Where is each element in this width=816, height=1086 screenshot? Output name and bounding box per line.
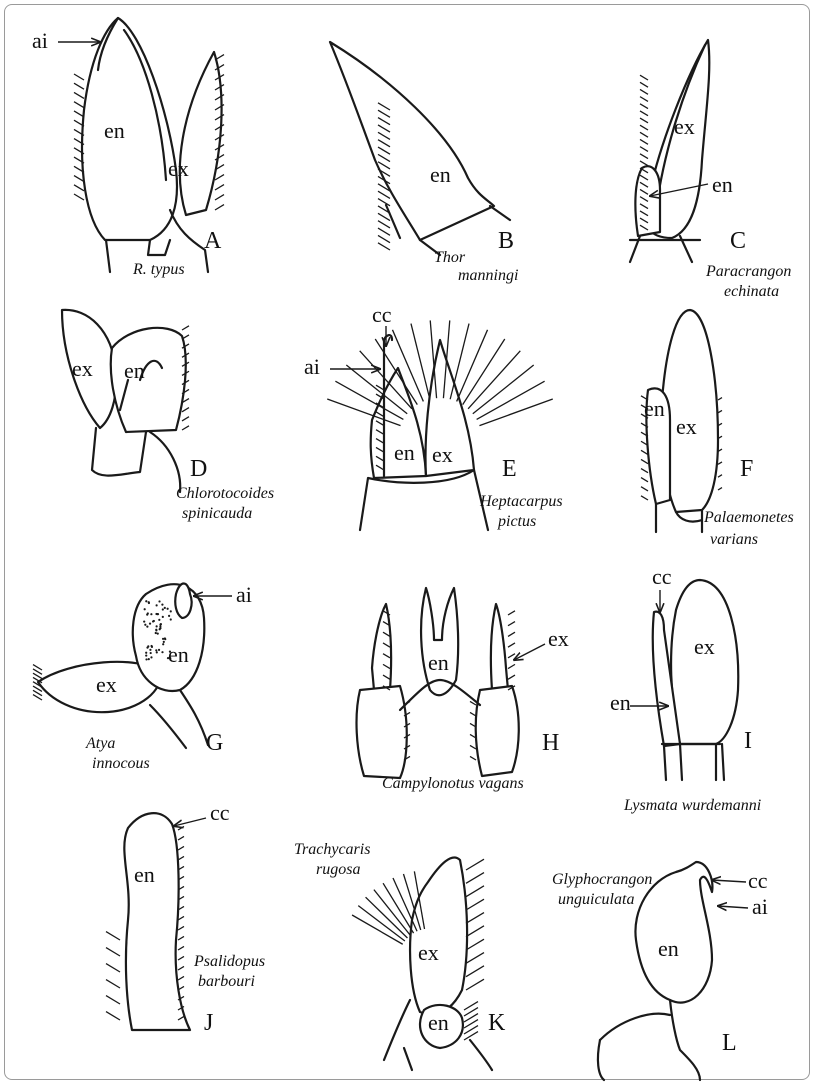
species-name-line-2: manningi [458, 267, 518, 284]
species-name-line-1: Trachycaris [294, 841, 370, 858]
panel-k: ex en K Trachycaris rugosa [294, 841, 506, 1070]
species-name-line-1: Paracrangon [705, 263, 791, 280]
label-en: en [134, 862, 155, 887]
panel-j: cc en J Psalidopus barbouri [106, 800, 265, 1036]
label-cc: cc [652, 564, 672, 589]
label-ai: ai [32, 28, 48, 53]
panel-l: cc ai en L Glyphocrangon unguiculata [552, 862, 768, 1080]
label-en: en [168, 642, 189, 667]
species-name-line-2: varians [710, 531, 758, 548]
species-name-line-1: Chlorotocoides [176, 485, 274, 502]
endopod-drawing [330, 42, 510, 255]
label-ex: ex [96, 672, 117, 697]
label-en: en [712, 172, 733, 197]
arrow-ai [718, 906, 748, 908]
species-name-line-1: Atya [85, 735, 115, 752]
label-en: en [644, 396, 665, 421]
label-ex: ex [72, 356, 93, 381]
species-name-line-1: Palaemonetes [703, 509, 794, 526]
species-name-line-2: spinicauda [182, 505, 252, 522]
label-ex: ex [432, 442, 453, 467]
endopod-exopod-drawing [357, 588, 519, 778]
panel-letter: F [740, 456, 753, 482]
arrow-cc [174, 818, 206, 826]
panel-f: en ex F Palaemonetes varians [641, 310, 794, 548]
exopod-endopod-drawing [630, 40, 709, 262]
label-ai: ai [752, 894, 768, 919]
label-en: en [394, 440, 415, 465]
species-name-line-1: Psalidopus [193, 953, 265, 970]
label-en: en [104, 118, 125, 143]
panel-letter: J [204, 1010, 213, 1036]
endopod-exopod-drawing [653, 580, 739, 780]
panel-e: cc ai en ex E Heptacarpus pictus [304, 302, 563, 530]
panel-letter: B [498, 228, 514, 254]
panel-b: en B Thor manningi [330, 42, 518, 284]
panel-d: ex en D Chlorotocoides spinicauda [62, 310, 274, 522]
label-ex: ex [676, 414, 697, 439]
panel-letter: K [488, 1010, 506, 1036]
arrow-ex [514, 644, 545, 660]
label-cc: cc [372, 302, 392, 327]
species-name-line-2: rugosa [316, 861, 360, 878]
panel-letter: C [730, 228, 746, 254]
species-name-line-2: pictus [497, 513, 536, 530]
species-name-line-2: barbouri [198, 973, 255, 990]
label-en: en [124, 358, 145, 383]
endopod-drawing [74, 18, 224, 272]
label-en: en [430, 162, 451, 187]
species-name: Campylonotus vagans [382, 775, 524, 792]
endopod-drawing [106, 813, 190, 1030]
panel-letter: I [744, 728, 752, 754]
panel-letter: D [190, 456, 207, 482]
label-en: en [428, 1010, 449, 1035]
panel-letter: H [542, 730, 559, 756]
arrow-cc [712, 880, 746, 882]
species-name: Lysmata wurdemanni [623, 797, 761, 814]
label-cc: cc [748, 868, 768, 893]
panel-letter: E [502, 456, 517, 482]
species-name-line-2: innocous [92, 755, 150, 772]
label-en: en [428, 650, 449, 675]
label-en: en [658, 936, 679, 961]
species-name-line-2: unguiculata [558, 891, 634, 908]
label-ai: ai [304, 354, 320, 379]
species-name: R. typus [132, 261, 185, 278]
label-ex: ex [418, 940, 439, 965]
panel-letter: L [722, 1030, 737, 1056]
exopod-endopod-drawing [62, 310, 189, 492]
panel-letter: A [204, 228, 222, 254]
panel-g: ai en ex G Atya innocous [33, 582, 252, 772]
species-name-line-1: Glyphocrangon [552, 871, 652, 888]
label-ai: ai [236, 582, 252, 607]
species-name-line-1: Thor [434, 249, 466, 266]
label-en: en [610, 690, 631, 715]
panel-letter: G [206, 730, 223, 756]
label-ex: ex [694, 634, 715, 659]
label-ex: ex [674, 114, 695, 139]
panel-i: cc ex en I Lysmata wurdemanni [610, 564, 761, 814]
label-ex: ex [168, 156, 189, 181]
label-cc: cc [210, 800, 230, 825]
label-ex: ex [548, 626, 569, 651]
panel-c: ex en C Paracrangon echinata [630, 40, 791, 300]
species-name-line-2: echinata [724, 283, 779, 300]
panel-a: ai en ex A R. typus [32, 18, 224, 278]
species-name-line-1: Heptacarpus [479, 493, 563, 510]
panel-h: en ex H Campylonotus vagans [357, 588, 569, 792]
